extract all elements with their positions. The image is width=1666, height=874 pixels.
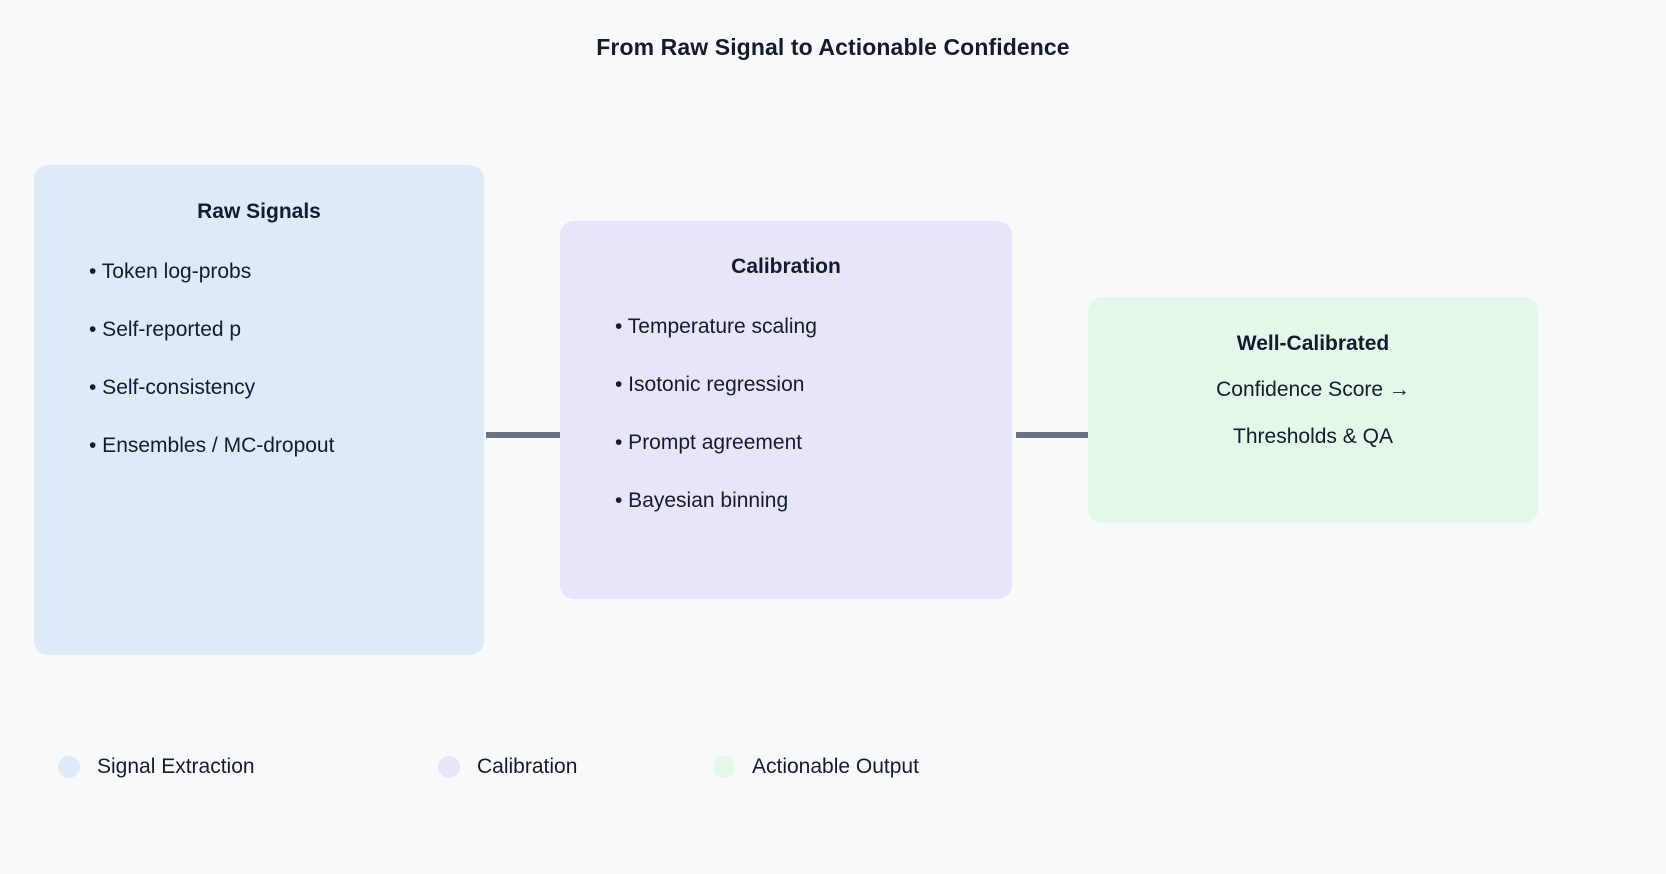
legend-dot-icon <box>713 756 735 778</box>
legend-item-signal-extraction: Signal Extraction <box>58 755 438 779</box>
node-calibration[interactable]: Calibration • Temperature scaling • Isot… <box>560 221 1012 599</box>
list-item: • Isotonic regression <box>615 373 805 396</box>
list-item: • Ensembles / MC-dropout <box>89 434 335 457</box>
node-raw-signals[interactable]: Raw Signals • Token log-probs • Self-rep… <box>34 165 484 655</box>
node-calibration-title: Calibration <box>731 255 841 278</box>
arrow-shaft <box>486 432 576 438</box>
list-item: • Self-reported p <box>89 318 242 341</box>
legend-dot-icon <box>58 756 80 778</box>
legend-item-calibration: Calibration <box>438 755 713 779</box>
node-output-line-2: Confidence Score → <box>1216 378 1410 401</box>
list-item: • Self-consistency <box>89 376 256 399</box>
node-raw-signals-list: • Token log-probs • Self-reported p • Se… <box>34 260 484 492</box>
list-item: • Temperature scaling <box>615 315 817 338</box>
list-item: • Bayesian binning <box>615 489 789 512</box>
arrow-shaft <box>1016 432 1106 438</box>
page-title: From Raw Signal to Actionable Confidence <box>596 34 1070 60</box>
legend-label: Actionable Output <box>752 755 919 778</box>
list-item: • Token log-probs <box>89 260 252 283</box>
node-raw-signals-title: Raw Signals <box>197 200 321 223</box>
legend-item-actionable-output: Actionable Output <box>713 755 919 779</box>
node-output-line-3: Thresholds & QA <box>1233 425 1393 448</box>
node-output[interactable]: Well-Calibrated Confidence Score → Thres… <box>1088 297 1538 523</box>
legend: Signal Extraction Calibration Actionable… <box>58 755 919 779</box>
legend-label: Signal Extraction <box>97 755 255 778</box>
legend-label: Calibration <box>477 755 578 778</box>
list-item: • Prompt agreement <box>615 431 803 454</box>
node-calibration-list: • Temperature scaling • Isotonic regress… <box>560 315 1012 547</box>
node-output-title: Well-Calibrated <box>1236 332 1390 355</box>
legend-dot-icon <box>438 756 460 778</box>
